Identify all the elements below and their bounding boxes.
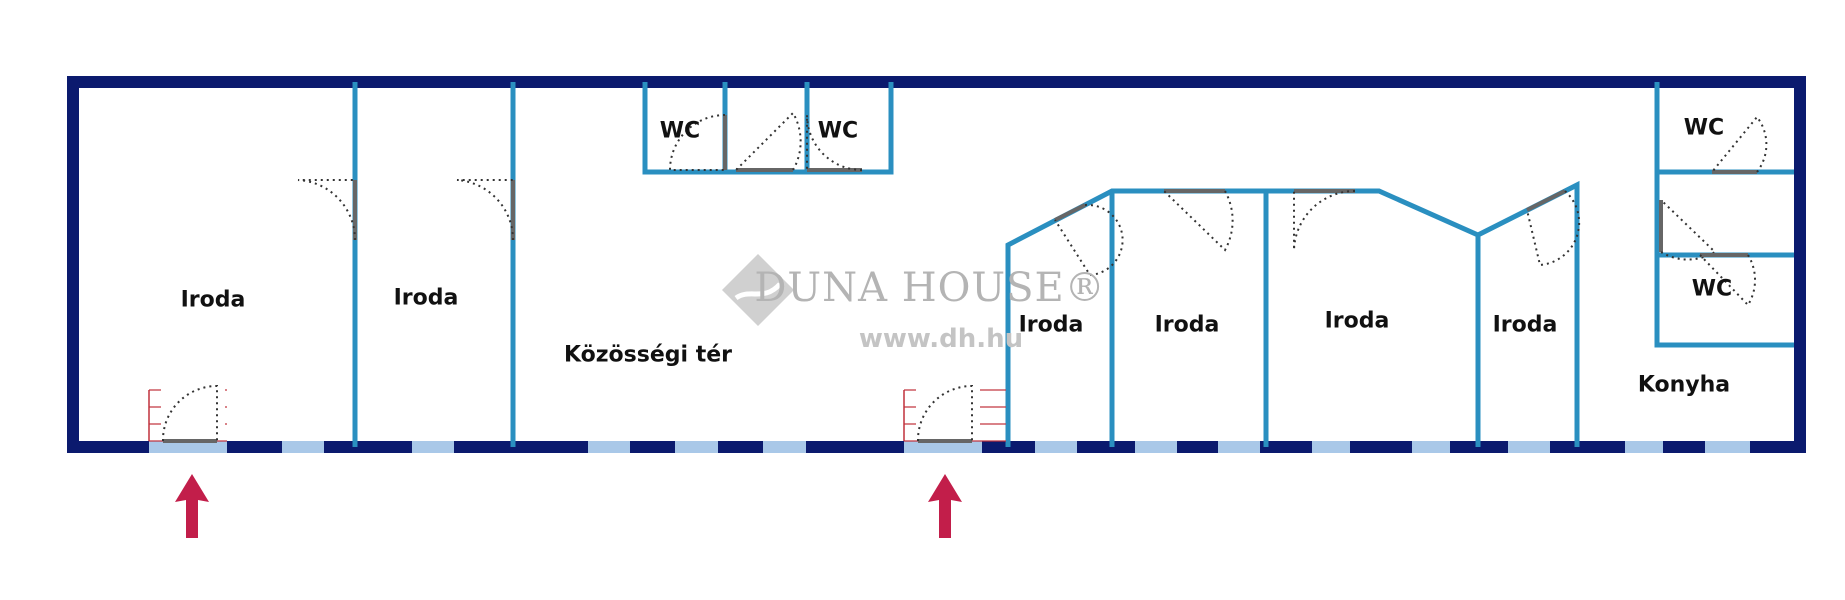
window [675,441,718,453]
outer-wall-segment [630,441,675,453]
window [763,441,806,453]
outer-wall-segment [718,441,763,453]
window [588,441,630,453]
door-iroda-6-swing [1526,190,1581,267]
entrance-door-bg [916,388,980,440]
entrance-door-swing [161,384,218,442]
window [904,441,982,453]
door-iroda-1-swing [297,179,357,241]
window [412,441,454,453]
window [1625,441,1663,453]
window [1705,441,1750,453]
entrance-door-bg [161,388,225,440]
outer-wall-segment [1750,441,1806,453]
outer-wall-segment [1177,441,1218,453]
watermark-brand: DUNA HOUSE® [754,265,1106,311]
room-label-iroda-3: Iroda [1018,312,1084,338]
room-label-iroda-4: Iroda [1154,312,1220,338]
room-label-iroda-5: Iroda [1324,308,1390,334]
room-label-kozossegi-ter: Közösségi tér [563,342,733,368]
door-lobby-right-swing [1660,199,1717,261]
room-label-wc-4: WC [1691,276,1733,302]
outer-wall-segment [1663,441,1705,453]
watermark-url: www.dh.hu [858,324,1024,354]
outer-wall-segment [806,441,904,453]
room-label-iroda-6: Iroda [1492,312,1558,338]
room-label-wc-3: WC [1683,115,1725,141]
door-wc-4-swing [1699,254,1757,307]
entrance-door-swing [916,384,973,442]
window [1412,441,1450,453]
window [282,441,324,453]
outer-wall-segment [1550,441,1625,453]
door-iroda-6-leaf [1526,189,1566,212]
room-label-iroda-2: Iroda [393,285,459,311]
door-wc-3-swing [1711,115,1768,173]
window [1218,441,1260,453]
door-iroda-5-swing [1293,190,1356,251]
window [149,441,227,453]
outer-wall-segment [67,441,149,453]
window [1135,441,1177,453]
outer-wall-segment [1260,441,1312,453]
door-iroda-2-swing [456,179,515,241]
room-label-konyha: Konyha [1637,372,1731,398]
outer-wall [67,76,1806,447]
door-iroda-3-leaf [1054,203,1086,222]
door-wc-2-swing [806,114,863,171]
window [1035,441,1077,453]
right-wc-walls [1654,82,1794,348]
door-iroda-4-swing [1163,190,1234,252]
room-label-wc-1: WC [659,118,701,144]
outer-wall-segment [1077,441,1135,453]
entrance-arrow-up-icon [175,474,209,538]
outer-wall-segment [324,441,412,453]
door-wc-lobby-swing [735,111,802,171]
room-label-iroda-1: Iroda [180,287,246,313]
office-walls [1005,180,1580,447]
window [1508,441,1550,453]
outer-wall-segment [227,441,282,453]
outer-wall-segment [1350,441,1412,453]
watermark-logo [718,250,798,334]
outer-wall-segment [454,441,588,453]
entrance-arrow-up-icon [928,474,962,538]
window [1312,441,1350,453]
room-label-wc-2: WC [817,118,859,144]
